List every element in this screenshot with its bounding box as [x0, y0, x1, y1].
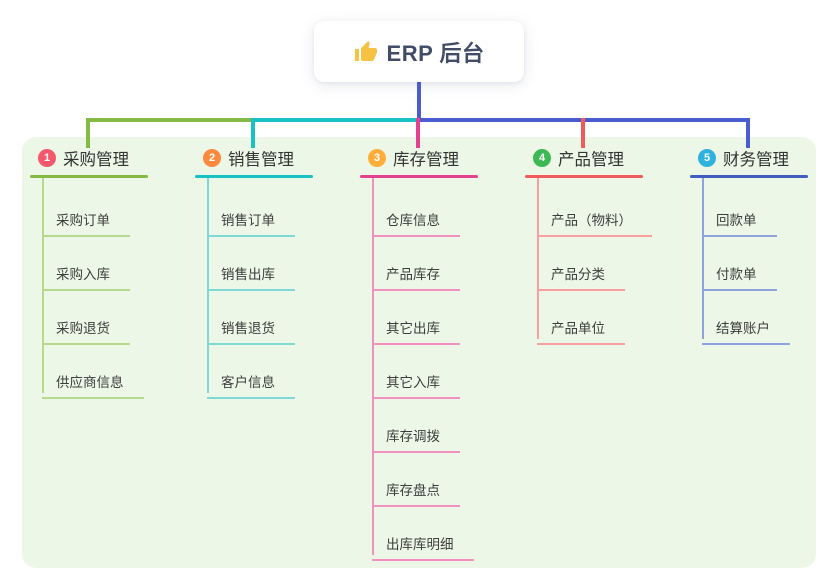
branch-label: 产品管理 [558, 151, 624, 169]
branch-number-badge: 2 [203, 149, 221, 167]
child-item[interactable]: 产品库存 [372, 255, 460, 291]
branches-panel [22, 137, 816, 568]
branch-number-badge: 3 [368, 149, 386, 167]
branch-trunk-line-4 [537, 178, 539, 339]
child-item[interactable]: 采购入库 [42, 255, 130, 291]
branch-number-badge: 4 [533, 149, 551, 167]
branch-label: 采购管理 [63, 151, 129, 169]
child-item[interactable]: 回款单 [702, 201, 777, 237]
child-item[interactable]: 采购订单 [42, 201, 130, 237]
child-item[interactable]: 付款单 [702, 255, 777, 291]
child-item[interactable]: 产品单位 [537, 309, 625, 345]
child-item[interactable]: 销售订单 [207, 201, 295, 237]
connector-drop-5 [746, 118, 750, 148]
root-node-erp[interactable]: ERP 后台 [314, 21, 524, 82]
child-item[interactable]: 仓库信息 [372, 201, 460, 237]
child-item[interactable]: 销售退货 [207, 309, 295, 345]
child-item[interactable]: 客户信息 [207, 363, 295, 399]
child-item[interactable]: 出库库明细 [372, 525, 474, 561]
thumbs-up-icon [354, 40, 378, 64]
branch-trunk-line-2 [207, 178, 209, 393]
branch-header-1[interactable]: 1 采购管理 [38, 147, 129, 169]
child-item[interactable]: 结算账户 [702, 309, 790, 345]
child-item[interactable]: 库存调拨 [372, 417, 460, 453]
branch-trunk-line-1 [42, 178, 44, 393]
branch-header-5[interactable]: 5 财务管理 [698, 147, 789, 169]
connector-root-vertical [417, 82, 421, 122]
connector-drop-3 [416, 118, 420, 148]
branch-trunk-line-3 [372, 178, 374, 555]
child-item[interactable]: 产品（物料） [537, 201, 652, 237]
branch-label: 销售管理 [228, 151, 294, 169]
connector-drop-2 [251, 118, 255, 148]
connector-horizontal-segment-2 [251, 118, 416, 122]
branch-underline-2 [195, 175, 313, 178]
child-item[interactable]: 产品分类 [537, 255, 625, 291]
child-item[interactable]: 供应商信息 [42, 363, 144, 399]
branch-header-4[interactable]: 4 产品管理 [533, 147, 624, 169]
connector-drop-4 [581, 118, 585, 148]
branch-underline-1 [30, 175, 148, 178]
branch-number-badge: 5 [698, 149, 716, 167]
connector-drop-1 [86, 118, 90, 148]
connector-horizontal-segment-1 [86, 118, 251, 122]
branch-trunk-line-5 [702, 178, 704, 339]
child-item[interactable]: 其它入库 [372, 363, 460, 399]
branch-number-badge: 1 [38, 149, 56, 167]
child-item[interactable]: 销售出库 [207, 255, 295, 291]
branch-header-3[interactable]: 3 库存管理 [368, 147, 459, 169]
root-title: ERP 后台 [386, 40, 485, 66]
child-item[interactable]: 其它出库 [372, 309, 460, 345]
branch-header-2[interactable]: 2 销售管理 [203, 147, 294, 169]
branch-underline-4 [525, 175, 643, 178]
branch-underline-5 [690, 175, 808, 178]
branch-underline-3 [360, 175, 478, 178]
child-item[interactable]: 库存盘点 [372, 471, 460, 507]
child-item[interactable]: 采购退货 [42, 309, 130, 345]
branch-label: 库存管理 [393, 151, 459, 169]
branch-label: 财务管理 [723, 151, 789, 169]
